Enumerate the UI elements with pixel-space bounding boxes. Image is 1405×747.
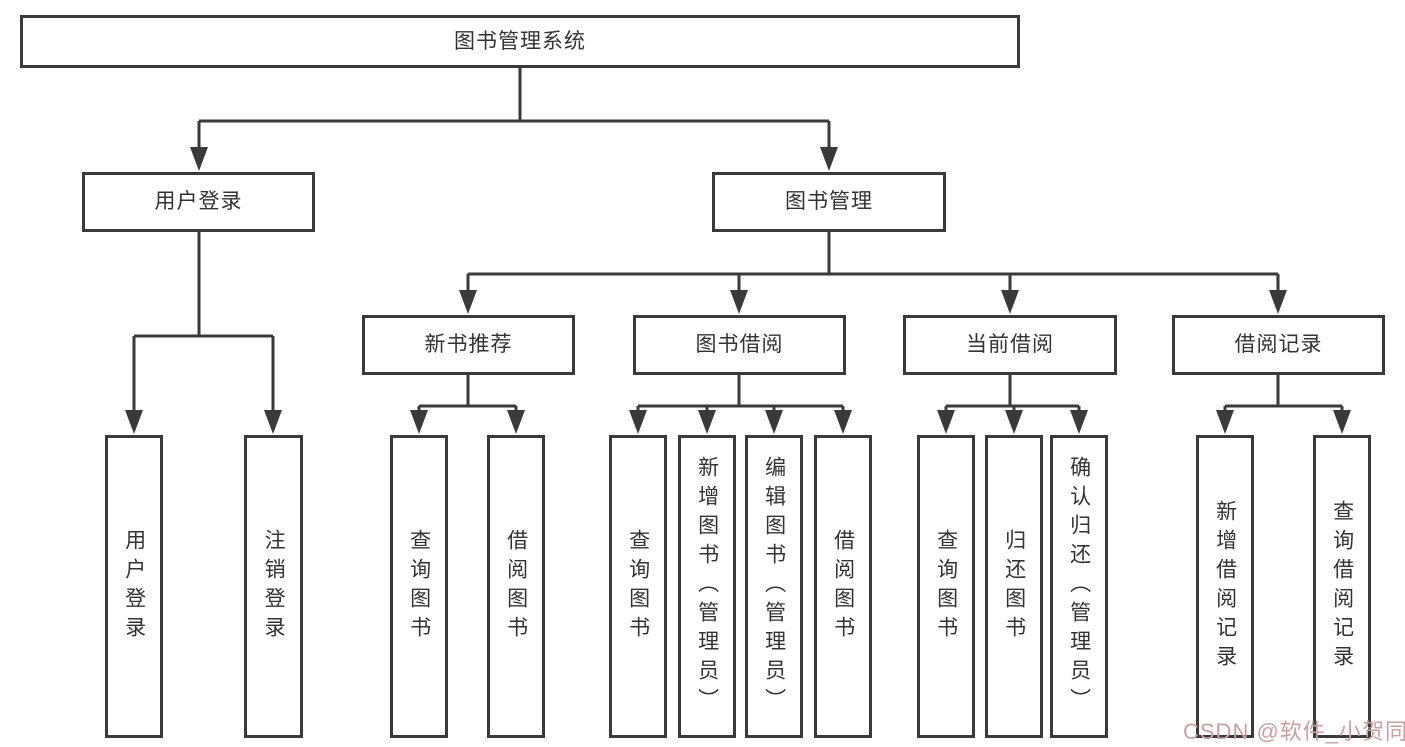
- leaf-borrow-books-recommend: 借阅图书: [487, 435, 545, 738]
- node-new-book-recommend-label: 新书推荐: [424, 333, 513, 357]
- leaf-query-books-recommend: 查询图书: [390, 435, 448, 738]
- leaf-query-books-current: 查询图书: [917, 435, 975, 738]
- leaf-user-login-label: 用户登录: [122, 528, 146, 645]
- leaf-query-books-current-label: 查询图书: [934, 528, 958, 645]
- leaf-logout-label: 注销登录: [262, 528, 286, 645]
- leaf-query-books-recommend-label: 查询图书: [407, 528, 431, 645]
- connector-current-borrowing-to-leaves: [937, 375, 1088, 434]
- leaf-confirm-return-admin-label: 确认归还（管理员）: [1067, 456, 1091, 717]
- node-new-book-recommend: 新书推荐: [362, 315, 575, 375]
- leaf-return-books-label: 归还图书: [1002, 528, 1026, 645]
- connector-root-to-level2: [190, 68, 838, 171]
- node-book-management: 图书管理: [712, 172, 946, 232]
- node-current-borrowing: 当前借阅: [903, 315, 1117, 375]
- node-book-management-label: 图书管理: [785, 190, 873, 214]
- node-borrow-records: 借阅记录: [1172, 315, 1385, 375]
- leaf-borrow-books-borrowing: 借阅图书: [814, 435, 872, 738]
- node-current-borrowing-label: 当前借阅: [966, 333, 1054, 357]
- leaf-edit-book-admin: 编辑图书（管理员）: [745, 435, 803, 738]
- node-book-borrowing-label: 图书借阅: [695, 333, 784, 357]
- node-user-login: 用户登录: [82, 172, 315, 232]
- leaf-borrow-books-borrowing-label: 借阅图书: [831, 528, 855, 645]
- connector-book-management-to-level3: [459, 232, 1287, 314]
- leaf-return-books: 归还图书: [985, 435, 1043, 738]
- leaf-add-borrow-record: 新增借阅记录: [1196, 435, 1254, 738]
- node-borrow-records-label: 借阅记录: [1234, 333, 1323, 357]
- connector-user-login-to-leaves: [125, 232, 282, 434]
- leaf-query-books-borrowing: 查询图书: [609, 435, 667, 738]
- leaf-add-book-admin: 新增图书（管理员）: [678, 435, 736, 738]
- leaf-confirm-return-admin: 确认归还（管理员）: [1050, 435, 1108, 738]
- leaf-add-borrow-record-label: 新增借阅记录: [1213, 499, 1237, 674]
- leaf-edit-book-admin-label: 编辑图书（管理员）: [762, 456, 786, 717]
- node-library-system-label: 图书管理系统: [454, 29, 586, 53]
- node-user-login-label: 用户登录: [154, 190, 243, 214]
- connector-borrow-records-to-leaves: [1216, 375, 1351, 434]
- leaf-logout: 注销登录: [244, 435, 303, 738]
- leaf-user-login: 用户登录: [105, 435, 163, 738]
- node-library-system: 图书管理系统: [20, 15, 1020, 68]
- leaf-query-borrow-record: 查询借阅记录: [1313, 435, 1371, 738]
- node-book-borrowing: 图书借阅: [633, 315, 846, 375]
- leaf-add-book-admin-label: 新增图书（管理员）: [695, 456, 719, 717]
- connector-new-book-recommend-to-leaves: [410, 375, 525, 434]
- connector-book-borrowing-to-leaves: [629, 375, 852, 434]
- leaf-query-borrow-record-label: 查询借阅记录: [1330, 499, 1354, 674]
- leaf-borrow-books-recommend-label: 借阅图书: [504, 528, 528, 645]
- csdn-watermark: CSDN @软件_小贺同学: [1183, 719, 1405, 744]
- leaf-query-books-borrowing-label: 查询图书: [626, 528, 650, 645]
